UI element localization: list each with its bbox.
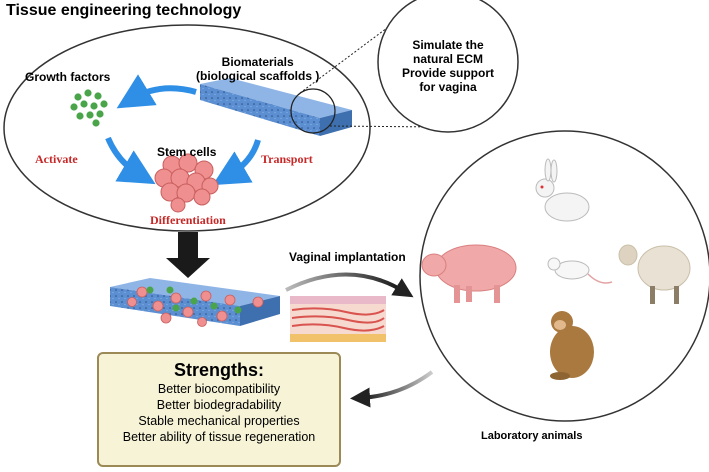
arrow-activate [105,136,156,185]
ecm-line-1: Simulate the [412,38,484,52]
strengths-box: Strengths: Better biocompatibility Bette… [97,352,341,467]
down-arrow [166,232,210,278]
laboratory-animals-label: Laboratory animals [481,430,583,442]
ecm-callout-circle [377,0,519,133]
rabbit-icon [535,158,590,222]
stem-cell-cluster [154,153,219,213]
biomaterials-label-line2: (biological scaffolds ) [196,69,320,83]
vaginal-implantation-label: Vaginal implantation [289,250,406,264]
implantation-arrow [285,272,414,298]
monkey-icon [550,311,594,380]
return-arrow [350,370,434,408]
arrow-transport [212,139,261,186]
growth-factor-dots [70,89,108,127]
arrow-scaffold-to-growth [116,74,197,109]
strength-item: Stable mechanical properties [138,414,300,428]
rat-icon [547,257,613,284]
ecm-callout-text: Simulate the natural ECM Provide support… [394,38,502,94]
animal-circle [419,130,709,422]
biomaterials-label-line1: Biomaterials [221,55,294,69]
activate-label: Activate [35,152,78,166]
scaffold-block [200,78,352,136]
growth-factors-label: Growth factors [25,70,111,84]
seeded-scaffold [110,278,280,327]
page-title: Tissue engineering technology [6,2,242,19]
transport-label: Transport [261,152,313,166]
process-ellipse [3,24,371,232]
strength-item: Better biocompatibility [157,382,281,396]
pig-icon [421,244,517,303]
zoom-circle [290,88,336,134]
tissue-strip [290,296,386,342]
ecm-line-2: natural ECM [412,52,483,66]
ecm-line-4: for vagina [419,80,477,94]
strength-item: Better ability of tissue regeneration [122,430,316,444]
strength-item: Better biodegradability [156,398,282,412]
biomaterials-label: Biomaterials (biological scaffolds ) [196,55,319,83]
differentiation-label: Differentiation [150,213,226,227]
strengths-title: Strengths: [174,360,264,380]
sheep-icon [618,244,691,304]
ecm-line-3: Provide support [401,66,494,80]
stem-cells-label: Stem cells [157,145,217,159]
